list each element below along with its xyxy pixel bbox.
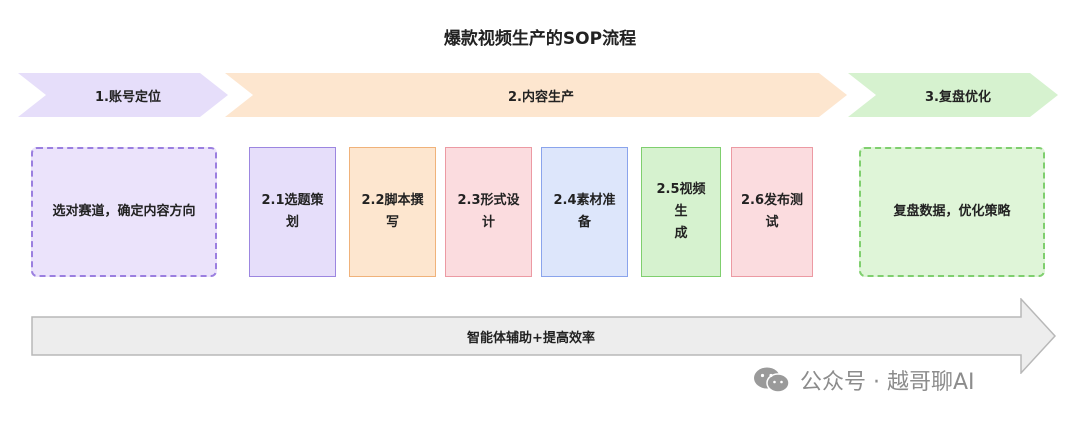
stage-chevron-account-positioning: 1.账号定位 [18,73,228,117]
stage-chevron-review-optimize: 3.复盘优化 [848,73,1058,117]
step-line1: 2.1选题策 [261,193,324,208]
diagram-title: 爆款视频生产的SOP流程 [443,29,637,49]
stage-label: 3.复盘优化 [925,89,991,105]
ai-assist-arrow: 智能体辅助+提高效率 [31,298,1056,374]
arrow-label: 智能体辅助+提高效率 [467,330,595,346]
step-line2: 试 [765,215,779,230]
step-line1: 2.6发布测 [740,193,804,208]
step-box-2-5: 2.5视频生成 [641,147,721,277]
step-line2: 备 [577,215,591,230]
step-line2: 划 [285,215,299,230]
review-optimize-box: 复盘数据，优化策略 [859,147,1045,277]
step-line1: 2.5视频生 [656,182,706,219]
step-box-2-2: 2.2脚本撰写 [349,147,436,277]
step-line2: 写 [385,215,399,230]
step-line2: 计 [481,215,495,230]
box-text: 复盘数据，优化策略 [893,204,1011,219]
step-line1: 2.2脚本撰 [361,193,424,208]
step-box-2-4: 2.4素材准备 [541,147,628,277]
watermark: 公众号 · 越哥聊AI [752,362,975,398]
step-line1: 2.4素材准 [553,193,616,208]
watermark-text: 公众号 · 越哥聊AI [800,370,975,395]
box-text: 选对赛道，确定内容方向 [52,204,196,219]
step-box-2-3: 2.3形式设计 [445,147,532,277]
step-line1: 2.3形式设 [457,193,520,208]
wechat-icon [754,367,790,393]
stage-label: 2.内容生产 [508,89,574,105]
step-line2: 成 [674,226,688,241]
step-box-2-6: 2.6发布测试 [731,147,813,277]
account-positioning-box: 选对赛道，确定内容方向 [31,147,217,277]
stage-label: 1.账号定位 [95,89,161,105]
arrow-shape [31,298,1056,374]
stage-chevron-content-production: 2.内容生产 [225,73,847,117]
step-box-2-1: 2.1选题策划 [249,147,336,277]
